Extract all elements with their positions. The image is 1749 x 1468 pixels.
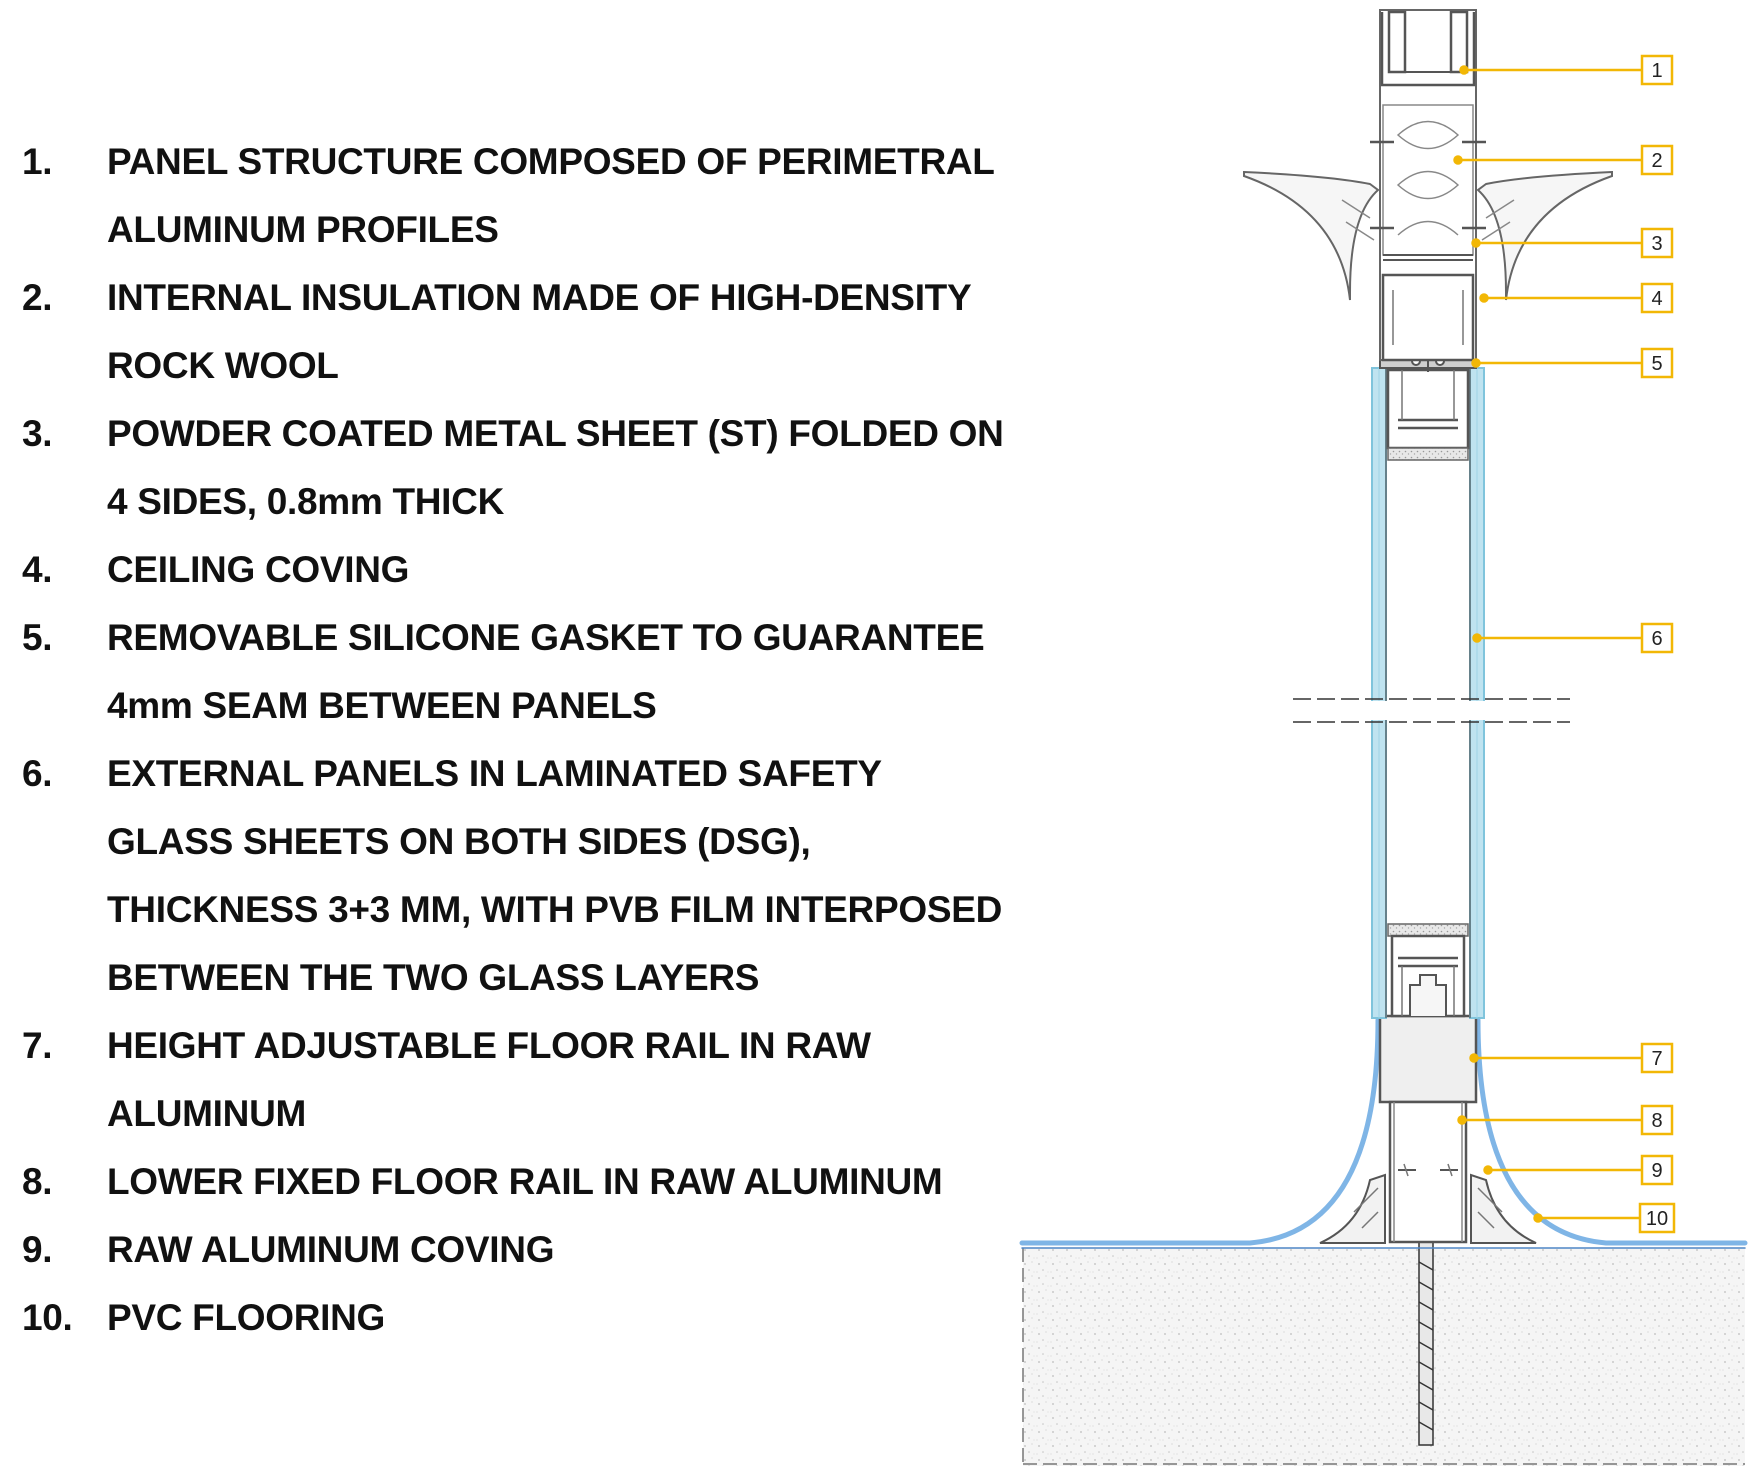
legend-text: REMOVABLE SILICONE GASKET TO GUARANTEE 4… [107,617,985,726]
legend-text: POWDER COATED METAL SHEET (ST) FOLDED ON… [107,413,1004,522]
callout-label: 3 [1651,233,1662,255]
callout-label: 8 [1651,1110,1662,1132]
legend-number: 5. [22,617,53,658]
callout-8: 8 [1640,1104,1674,1136]
callout-leaders [1453,65,1642,1223]
legend-number: 9. [22,1229,53,1270]
callout-5: 5 [1640,347,1674,379]
upper-panel [1370,9,1486,362]
legend-item: 10. PVC FLOORING [22,1284,1012,1352]
callout-2: 2 [1640,144,1674,176]
legend-item: 8. LOWER FIXED FLOOR RAIL IN RAW ALUMINU… [22,1148,1012,1216]
callout-label: 4 [1651,288,1662,310]
legend-item: 1. PANEL STRUCTURE COMPOSED OF PERIMETRA… [22,128,1012,264]
callout-label: 10 [1646,1208,1668,1230]
legend-text: CEILING COVING [107,549,410,590]
legend-text: RAW ALUMINUM COVING [107,1229,555,1270]
legend-item: 2. INTERNAL INSULATION MADE OF HIGH-DENS… [22,264,1012,400]
legend-text: EXTERNAL PANELS IN LAMINATED SAFETY GLAS… [107,753,1003,998]
legend-number: 2. [22,277,53,318]
floor-rails [1378,1014,1478,1244]
legend-number: 4. [22,549,53,590]
legend-number: 1. [22,141,53,182]
legend-number: 6. [22,753,53,794]
callout-1: 1 [1640,54,1674,86]
callout-label: 9 [1651,1160,1662,1182]
callout-label: 6 [1651,628,1662,650]
callout-4: 4 [1640,282,1674,314]
legend-item: 9. RAW ALUMINUM COVING [22,1216,1012,1284]
top-glass-holder [1386,368,1470,461]
legend-item: 6. EXTERNAL PANELS IN LAMINATED SAFETY G… [22,740,1012,1012]
legend-item: 4. CEILING COVING [22,536,1012,604]
legend-number: 3. [22,413,53,454]
callout-label: 7 [1651,1048,1662,1070]
callout-9: 9 [1640,1154,1674,1186]
legend-item: 3. POWDER COATED METAL SHEET (ST) FOLDED… [22,400,1012,536]
legend-text: PANEL STRUCTURE COMPOSED OF PERIMETRAL A… [107,141,994,250]
callout-boxes: 1 2 3 4 5 6 7 8 [1638,54,1676,1234]
bottom-glass-holder [1387,923,1469,1018]
callout-6: 6 [1640,622,1674,654]
legend-text: LOWER FIXED FLOOR RAIL IN RAW ALUMINUM [107,1161,943,1202]
legend-number: 7. [22,1025,53,1066]
callout-7: 7 [1640,1042,1674,1074]
callout-3: 3 [1640,227,1674,259]
legend-text: INTERNAL INSULATION MADE OF HIGH-DENSITY… [107,277,971,386]
floor-coving [1319,1173,1537,1244]
legend-text: HEIGHT ADJUSTABLE FLOOR RAIL IN RAW ALUM… [107,1025,871,1134]
legend-text: PVC FLOORING [107,1297,386,1338]
callout-10: 10 [1638,1202,1676,1234]
glass-panels [1371,367,1485,1019]
callout-label: 2 [1651,150,1662,172]
callout-label: 5 [1651,353,1662,375]
legend-item: 7. HEIGHT ADJUSTABLE FLOOR RAIL IN RAW A… [22,1012,1012,1148]
legend-number: 10. [22,1297,73,1338]
legend-list: 1. PANEL STRUCTURE COMPOSED OF PERIMETRA… [22,128,1012,1352]
concrete-slab [1022,1248,1745,1466]
legend-item: 5. REMOVABLE SILICONE GASKET TO GUARANTE… [22,604,1012,740]
pvc-flooring [1019,1017,1748,1249]
legend-number: 8. [22,1161,53,1202]
break-lines [1293,698,1570,723]
section-drawing: 1 2 3 4 5 6 7 8 [1019,9,1748,1466]
callout-label: 1 [1651,60,1662,82]
